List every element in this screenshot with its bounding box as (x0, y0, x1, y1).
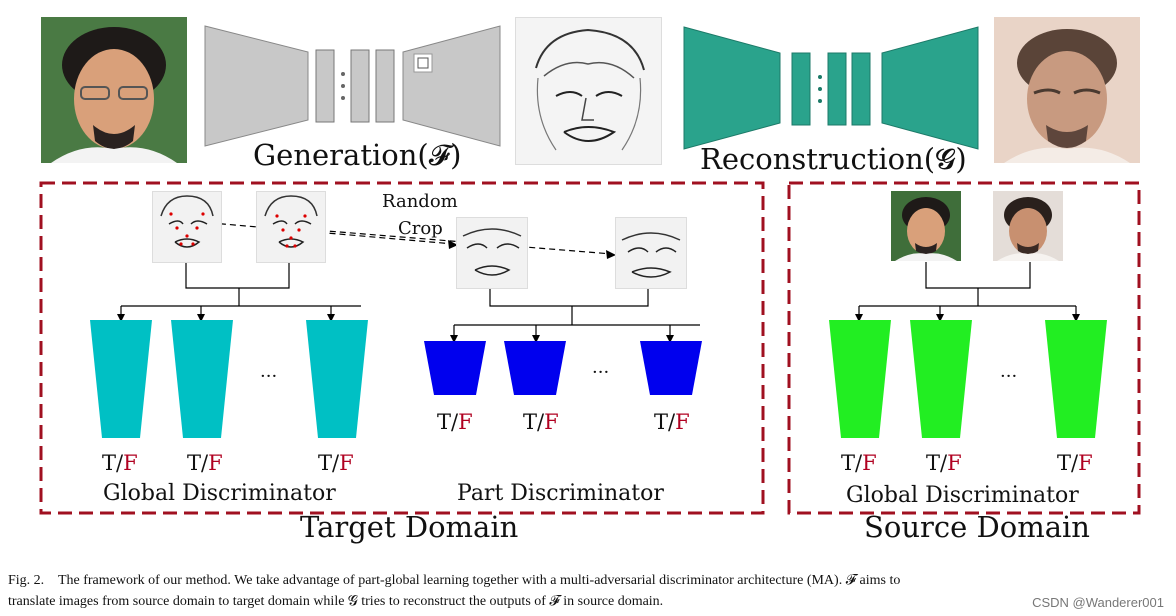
part-crop-2 (615, 217, 687, 289)
caption-text-1: The framework of our method. We take adv… (57, 573, 901, 588)
target-global-tf-1: T/F (102, 451, 138, 475)
watermark: CSDN @Wanderer001 (1032, 595, 1164, 610)
figure-caption-line-2: translate images from source domain to t… (8, 594, 663, 610)
generator-network (204, 25, 501, 147)
figure-caption-line-1: Fig. 2. The framework of our method. We … (8, 573, 900, 589)
source-face-2 (993, 191, 1063, 261)
target-global-ellipsis: ··· (260, 366, 278, 387)
target-global-tf-2: T/F (187, 451, 223, 475)
source-face-1 (891, 191, 961, 261)
target-global-discriminator-label: Global Discriminator (103, 481, 336, 506)
part-crop-1 (456, 217, 528, 289)
part-discriminator-2 (504, 341, 566, 395)
part-tf-1: T/F (437, 410, 473, 434)
source-global-discriminator-2 (910, 320, 972, 438)
part-ellipsis: ··· (592, 362, 610, 383)
part-discriminator-3 (640, 341, 702, 395)
source-global-tf-2: T/F (926, 451, 962, 475)
reconstruction-network (683, 26, 979, 150)
source-domain-label: Source Domain (864, 510, 1090, 544)
random-crop-label-2: Crop (398, 218, 443, 239)
part-discriminator-1 (424, 341, 486, 395)
target-sketch-2 (256, 191, 326, 263)
target-global-discriminator-1 (90, 320, 152, 438)
caption-text-2: translate images from source domain to t… (8, 594, 664, 609)
source-global-discriminator-1 (829, 320, 891, 438)
target-sketch-1 (152, 191, 222, 263)
part-tf-2: T/F (523, 410, 559, 434)
figure-number: Fig. 2. (8, 573, 45, 588)
part-tf-3: T/F (654, 410, 690, 434)
source-global-discriminator-label: Global Discriminator (846, 483, 1079, 508)
target-global-tf-3: T/F (318, 451, 354, 475)
source-global-tf-1: T/F (841, 451, 877, 475)
source-global-ellipsis: ··· (1000, 366, 1018, 387)
reconstructed-face-photo (994, 17, 1140, 163)
random-crop-label-1: Random (382, 191, 458, 212)
generated-sketch-image (515, 17, 662, 165)
target-global-discriminator-2 (171, 320, 233, 438)
source-global-tf-3: T/F (1057, 451, 1093, 475)
part-discriminator-label: Part Discriminator (457, 481, 664, 506)
generation-label: Generation(𝓕) (253, 138, 462, 172)
source-face-photo (41, 17, 187, 163)
target-domain-label: Target Domain (300, 510, 519, 544)
target-global-discriminator-3 (306, 320, 368, 438)
source-global-discriminator-3 (1045, 320, 1107, 438)
reconstruction-label: Reconstruction(𝓖) (700, 142, 967, 176)
